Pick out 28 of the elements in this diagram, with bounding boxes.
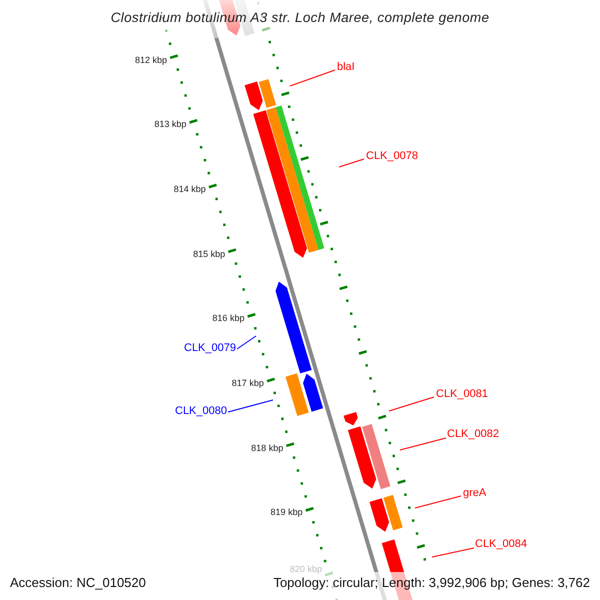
leader-line	[290, 70, 336, 86]
scale-label: 812 kbp	[134, 56, 167, 65]
scale-label: 819 kbp	[270, 508, 303, 518]
leader-line	[236, 336, 256, 350]
gene-label: CLK_0080	[175, 406, 227, 417]
gene-label: CLK_0081	[436, 389, 488, 400]
leader-line	[338, 158, 364, 168]
gene-label: greA	[463, 488, 486, 499]
gene-label: CLK_0084	[475, 539, 527, 550]
leader-line	[388, 396, 434, 412]
scale-label: 818 kbp	[251, 444, 284, 453]
scale-label: 816 kbp	[212, 314, 244, 324]
title: Clostridium botulinum A3 str. Loch Maree, complete genome	[110, 11, 490, 24]
gene-label: CLK_0078	[366, 151, 418, 162]
accession-text: Accession: NC_010520	[10, 576, 146, 589]
scale-label: 817 kbp	[232, 379, 264, 388]
leader-line	[400, 438, 446, 450]
leader-line	[228, 400, 274, 412]
scale-label: 815 kbp	[193, 250, 226, 259]
scale-label: 814 kbp	[174, 185, 206, 194]
gene-label: CLK_0079	[184, 343, 236, 354]
gene-label: blaI	[337, 62, 355, 73]
leader-line	[414, 496, 462, 508]
scale-label: 820 kbp	[290, 565, 322, 574]
genome-info-text: Topology: circular; Length: 3,992,906 bp; Genes: 3,762	[273, 576, 590, 589]
gene-label: CLK_0082	[447, 429, 499, 440]
scale-label: 813 kbp	[154, 120, 186, 130]
leader-line	[432, 548, 474, 558]
